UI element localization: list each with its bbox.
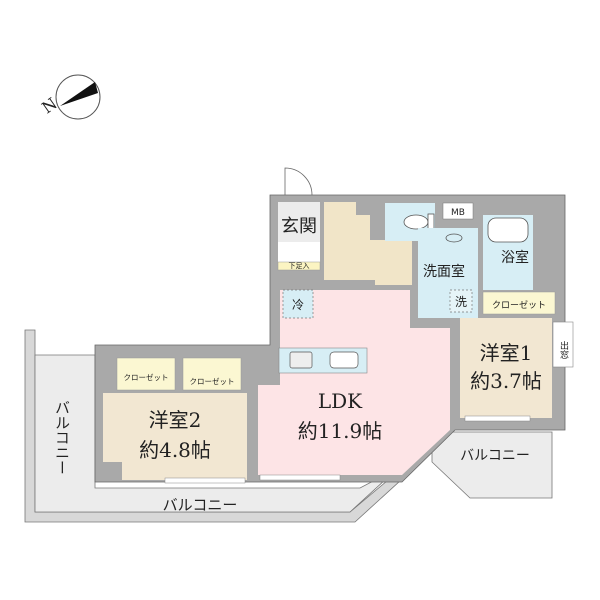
closet-2a-label: クローゼット	[124, 372, 169, 382]
washer-label: 洗	[455, 295, 467, 309]
western-room-2	[103, 393, 247, 480]
bathtub-icon	[487, 217, 529, 243]
toilet-icon	[403, 214, 429, 230]
fridge-label: 冷	[292, 298, 304, 312]
ldk-name: LDK	[318, 389, 363, 413]
western-room-1-size: 約3.7帖	[470, 369, 542, 393]
western-room-2-name: 洋室2	[149, 408, 202, 432]
balcony-right-label: バルコニー	[460, 448, 530, 464]
bay-window-label: 出窓	[558, 340, 569, 359]
meter-box	[442, 202, 474, 220]
washroom-label: 洗面室	[423, 263, 465, 280]
entrance-label: 玄関	[281, 216, 317, 237]
entrance-door[interactable]	[284, 167, 313, 196]
bay-window	[552, 321, 574, 368]
stove-icon	[289, 351, 313, 369]
entrance-floor	[278, 202, 320, 242]
washer-space	[449, 289, 473, 313]
balcony-left-label: バルコニー	[53, 400, 71, 475]
hallway	[324, 202, 412, 285]
closet-2a	[116, 357, 176, 391]
shoe-closet-doors	[278, 242, 320, 262]
kitchen-sink-icon	[329, 351, 359, 369]
compass-icon: N	[38, 74, 101, 120]
sink-icon	[445, 233, 463, 243]
ldk-size: 約11.9帖	[298, 419, 383, 443]
western-room-1-name: 洋室1	[480, 341, 533, 365]
closet-1	[482, 291, 556, 315]
closet-1-label: クローゼット	[492, 299, 546, 311]
ldk-room	[258, 290, 450, 475]
western-room-1	[460, 318, 552, 418]
closet-2b	[182, 357, 242, 391]
balcony-bottom-label: バルコニー	[163, 496, 238, 514]
balcony-right	[431, 431, 553, 499]
shoe-closet	[277, 261, 321, 271]
closet-2b-label: クローゼット	[190, 376, 235, 386]
western-room-2-size: 約4.8帖	[139, 438, 211, 462]
shoe-closet-label: 下足入	[289, 262, 310, 270]
fridge-space	[282, 289, 314, 319]
bathroom-label: 浴室	[501, 249, 529, 266]
meter-box-label: MB	[451, 208, 465, 218]
